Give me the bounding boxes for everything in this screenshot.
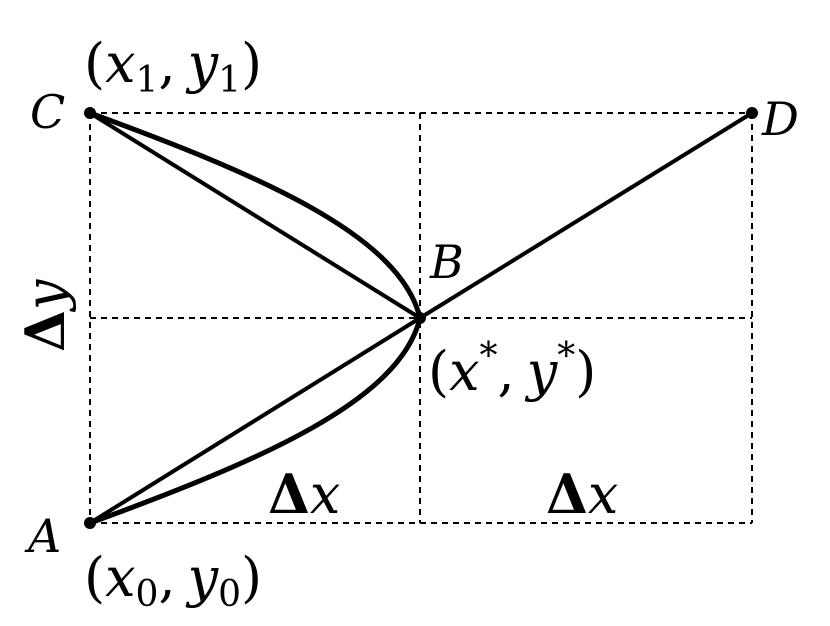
coord-a-comma: , (158, 546, 175, 609)
delta-y-sym: Δ (13, 310, 77, 352)
coord-b: (x*,y*) (428, 336, 596, 403)
delta-x-left: Δx (268, 462, 340, 526)
coord-a-ysub: 0 (218, 574, 241, 615)
coord-b-xsup: * (480, 336, 498, 377)
coord-a-xsub: 0 (136, 574, 159, 615)
delta-x-left-sym: Δ (268, 462, 310, 526)
segment-bd (418, 111, 754, 320)
coord-c-open: ( (84, 32, 105, 95)
coord-b-open: ( (428, 340, 449, 403)
point-c (84, 107, 96, 119)
points (84, 107, 758, 529)
delta-y-var: y (14, 278, 77, 312)
label-b: B (429, 235, 464, 289)
segment-ab (88, 316, 422, 525)
coord-c-ysub: 1 (218, 60, 241, 101)
coord-c-x: x (105, 32, 135, 95)
delta-x-right: Δx (546, 462, 618, 526)
label-d: D (761, 92, 799, 146)
coord-a-open: ( (84, 546, 105, 609)
coord-c-xsub: 1 (136, 60, 159, 101)
coord-b-y: y (525, 340, 559, 403)
coord-c-close: ) (241, 32, 262, 95)
coord-b-ysup: * (557, 336, 575, 377)
delta-x-right-sym: Δ (546, 462, 588, 526)
coord-a-y: y (186, 546, 220, 609)
coord-a: (x0,y0) (84, 546, 262, 615)
coord-c: (x1,y1) (84, 32, 262, 101)
coord-c-y: y (186, 32, 220, 95)
coord-c-comma: , (158, 32, 175, 95)
point-b (414, 312, 426, 324)
label-a: A (24, 509, 61, 563)
label-c: C (30, 85, 65, 139)
coord-b-close: ) (575, 340, 596, 403)
dashed-grid (89, 112, 753, 524)
delta-x-right-var: x (588, 463, 618, 526)
point-a (84, 517, 96, 529)
coord-b-comma: , (498, 340, 515, 403)
coord-a-x: x (105, 546, 135, 609)
delta-x-left-var: x (310, 463, 340, 526)
coord-b-x: x (449, 340, 479, 403)
point-d (746, 107, 758, 119)
segment-cb (88, 111, 422, 320)
segments (88, 111, 754, 525)
coord-a-close: ) (241, 546, 262, 609)
delta-y: Δy (13, 278, 77, 352)
